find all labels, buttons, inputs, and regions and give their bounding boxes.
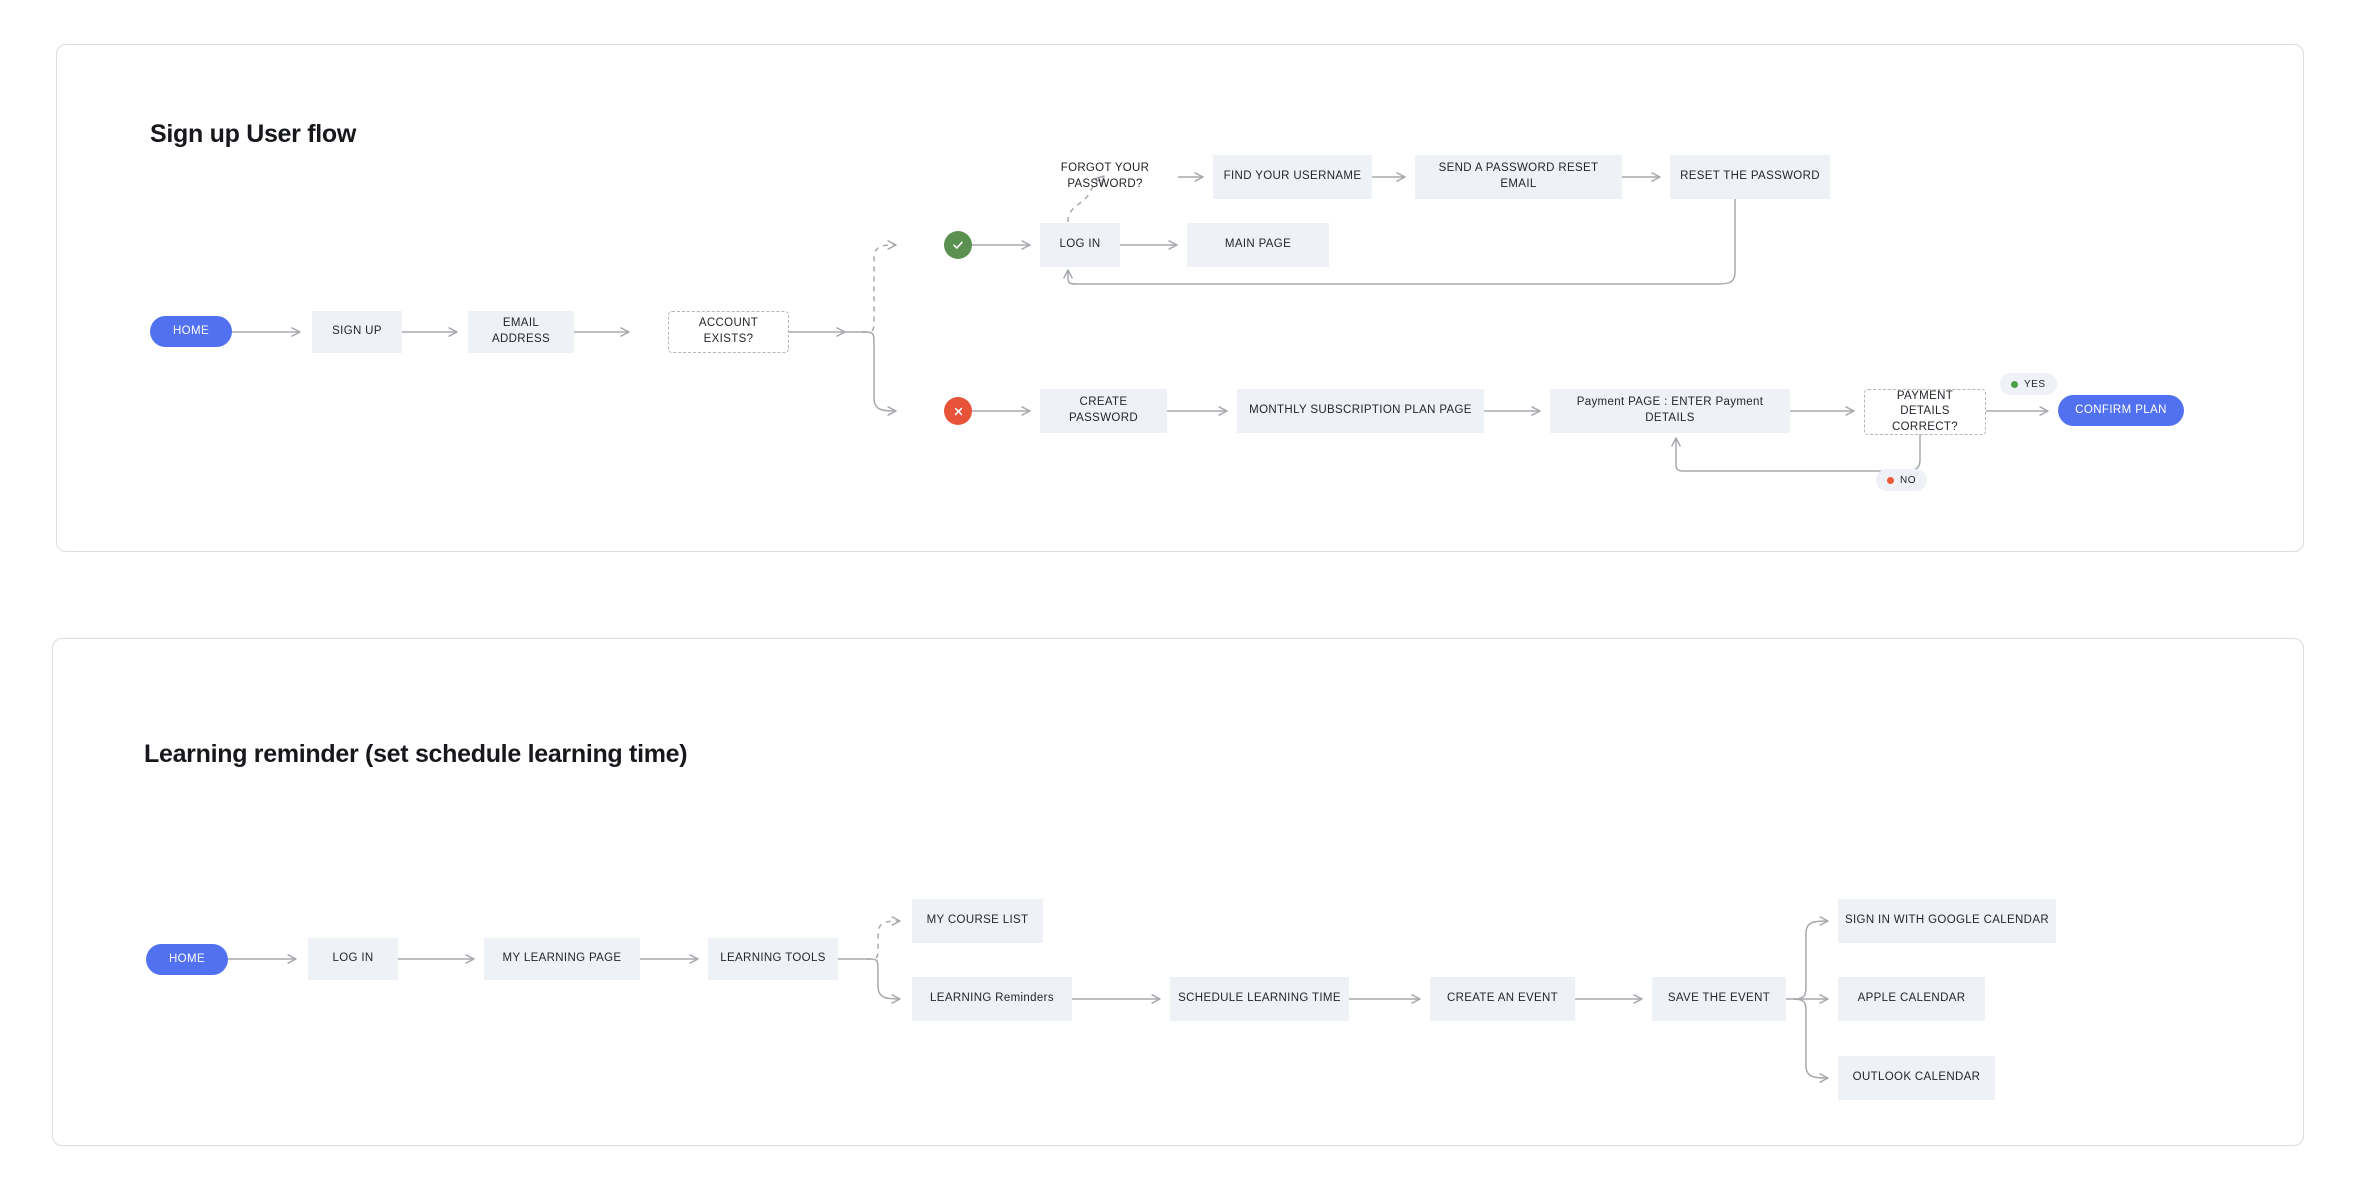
cross-circle-icon [944, 397, 972, 425]
status-badge-yes: YES [2000, 373, 2057, 395]
node-learning-reminders[interactable]: LEARNING Reminders [912, 977, 1072, 1021]
node-reset-password[interactable]: RESET THE PASSWORD [1670, 155, 1830, 199]
page-title-signup: Sign up User flow [150, 120, 357, 148]
node-forgot-password[interactable]: FORGOT YOUR PASSWORD? [1060, 162, 1150, 190]
node-sign-up[interactable]: SIGN UP [312, 311, 402, 353]
node-main-page[interactable]: MAIN PAGE [1187, 223, 1329, 267]
node-my-course-list[interactable]: MY COURSE LIST [912, 899, 1043, 943]
node-send-reset-email[interactable]: SEND A PASSWORD RESET EMAIL [1415, 155, 1622, 199]
page-title-learning: Learning reminder (set schedule learning… [144, 740, 688, 768]
node-log-in[interactable]: LOG IN [1040, 223, 1120, 267]
status-badge-no-label: NO [1900, 474, 1916, 486]
green-dot-icon [2011, 380, 2018, 388]
node-find-username[interactable]: FIND YOUR USERNAME [1213, 155, 1372, 199]
node-confirm-plan[interactable]: CONFIRM PLAN [2058, 395, 2184, 426]
node-my-learning-page[interactable]: MY LEARNING PAGE [484, 938, 640, 980]
node-email-address[interactable]: EMAIL ADDRESS [468, 311, 574, 353]
node-outlook-calendar[interactable]: OUTLOOK CALENDAR [1838, 1056, 1995, 1100]
node-apple-calendar[interactable]: APPLE CALENDAR [1838, 977, 1985, 1021]
node-account-exists[interactable]: ACCOUNT EXISTS? [668, 311, 789, 353]
red-dot-icon [1887, 476, 1894, 484]
signup-flow-frame [56, 44, 2304, 552]
node-schedule-learning-time[interactable]: SCHEDULE LEARNING TIME [1170, 977, 1349, 1021]
node-log-in-2[interactable]: LOG IN [308, 938, 398, 980]
check-circle-icon [944, 231, 972, 259]
node-save-the-event[interactable]: SAVE THE EVENT [1652, 977, 1786, 1021]
status-badge-no: NO [1876, 469, 1927, 491]
node-learning-tools[interactable]: LEARNING TOOLS [708, 938, 838, 980]
status-badge-yes-label: YES [2024, 378, 2046, 390]
node-home[interactable]: HOME [150, 316, 232, 347]
node-google-calendar[interactable]: SIGN IN WITH GOOGLE CALENDAR [1838, 899, 2056, 943]
node-home-2[interactable]: HOME [146, 944, 228, 975]
node-subscription-plan[interactable]: MONTHLY SUBSCRIPTION PLAN PAGE [1237, 389, 1484, 433]
node-create-an-event[interactable]: CREATE AN EVENT [1430, 977, 1575, 1021]
node-payment-correct[interactable]: PAYMENT DETAILS CORRECT? [1864, 389, 1986, 435]
node-payment-page[interactable]: Payment PAGE : ENTER Payment DETAILS [1550, 389, 1790, 433]
node-create-password[interactable]: CREATE PASSWORD [1040, 389, 1167, 433]
